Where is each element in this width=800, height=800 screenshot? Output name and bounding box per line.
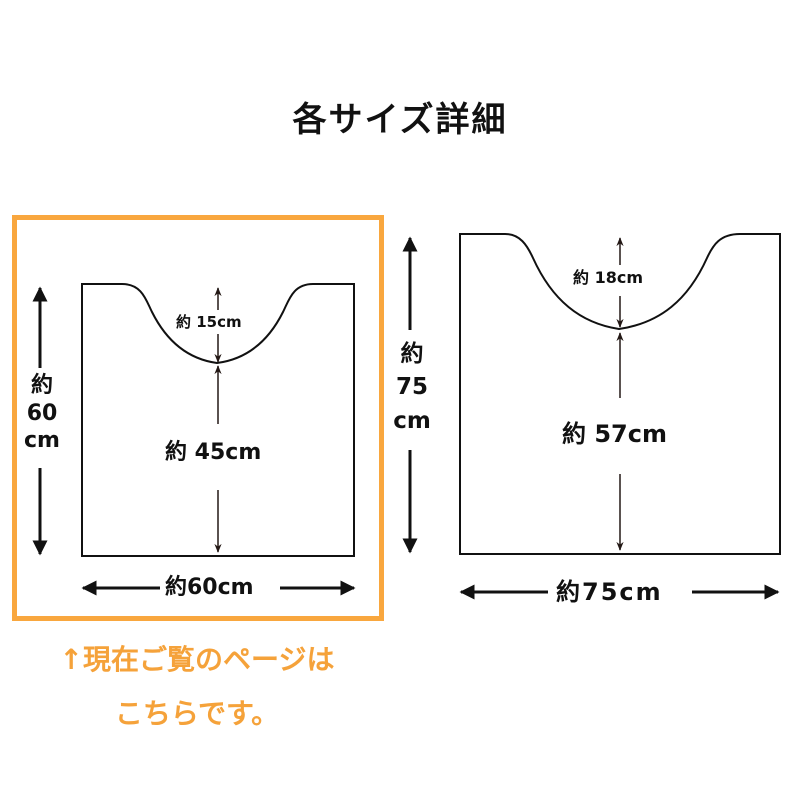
small-mat-cutout-label: 約 15cm [176, 313, 242, 331]
height-prefix: 約 [30, 373, 53, 398]
height-value: 60 [26, 400, 58, 426]
small-mat-height-label: 約 60 cm [22, 372, 62, 455]
height-prefix: 約 [400, 341, 424, 367]
large-mat-width-label: 約75cm [556, 578, 663, 606]
large-mat-shape [459, 233, 781, 555]
height-value: 75 [395, 374, 428, 401]
page-title: 各サイズ詳細 [292, 100, 508, 140]
large-mat-cutout-label: 約 18cm [573, 268, 643, 287]
large-mat-front-length-label: 約 57cm [562, 420, 667, 448]
small-mat-width-label: 約60cm [165, 575, 254, 600]
current-page-highlight-frame [12, 215, 384, 621]
large-mat-height-label: 約 75 cm [390, 338, 434, 439]
current-page-note-line1: ↑現在ご覧のページは [59, 643, 335, 676]
height-unit: cm [393, 407, 431, 434]
small-mat-front-length-label: 約 45cm [165, 440, 262, 465]
current-page-note-line2: こちらです。 [114, 697, 280, 730]
height-unit: cm [24, 428, 60, 453]
